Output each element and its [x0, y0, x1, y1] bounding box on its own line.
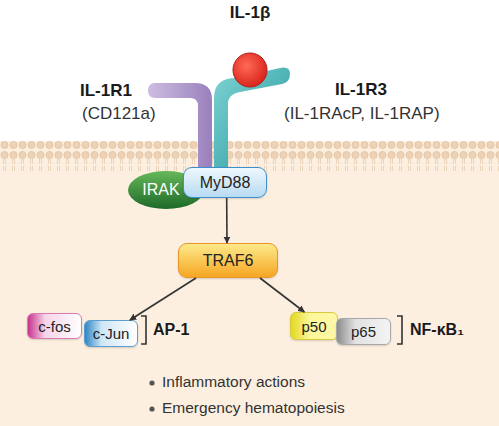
cytoplasm-area — [0, 141, 499, 426]
receptor-name: IL-1R1 — [80, 81, 132, 101]
protein-name: c-Jun — [93, 325, 130, 342]
myd88-box: MyD88 — [183, 167, 267, 198]
complex-label: NF-κB₁ — [410, 321, 464, 339]
signal-arrow — [130, 278, 196, 320]
ligand-node: IL-1β — [222, 0, 278, 92]
receptor-alias: (CD121a) — [82, 104, 156, 124]
receptor-alias: (IL-1RAcP, IL-1RAP) — [284, 104, 440, 124]
protein-name: p50 — [301, 318, 326, 335]
protein-name: MyD88 — [200, 174, 251, 192]
receptor-shape — [214, 68, 290, 174]
cjun-box: c-Jun — [84, 320, 138, 347]
ligand-circle — [233, 53, 267, 87]
p50-box: p50 — [290, 312, 338, 340]
complex-label: AP-1 — [153, 321, 189, 339]
nfkb-bracket — [397, 316, 402, 344]
ap1-bracket — [141, 316, 146, 344]
protein-name: IRAK — [142, 181, 179, 199]
signal-arrow — [260, 278, 304, 312]
cfos-box: c-fos — [27, 313, 82, 339]
bullet-dot — [149, 380, 154, 385]
protein-name: c-fos — [38, 318, 71, 335]
bullet-dot — [149, 406, 154, 411]
protein-name: p65 — [351, 323, 376, 340]
protein-name: TRAF6 — [203, 252, 254, 270]
p65-box: p65 — [336, 318, 391, 345]
outcome-note: Inflammatory actions — [162, 373, 305, 391]
outcome-note: Emergency hematopoiesis — [162, 399, 345, 417]
receptor-name: IL-1R3 — [335, 80, 387, 100]
signal-arrow — [226, 198, 228, 243]
receptor-il1r1: IL-1R1 (CD121a) — [70, 78, 215, 174]
ligand-name: IL-1β — [222, 3, 278, 23]
receptor-shape — [148, 83, 212, 174]
traf6-box: TRAF6 — [178, 243, 278, 278]
